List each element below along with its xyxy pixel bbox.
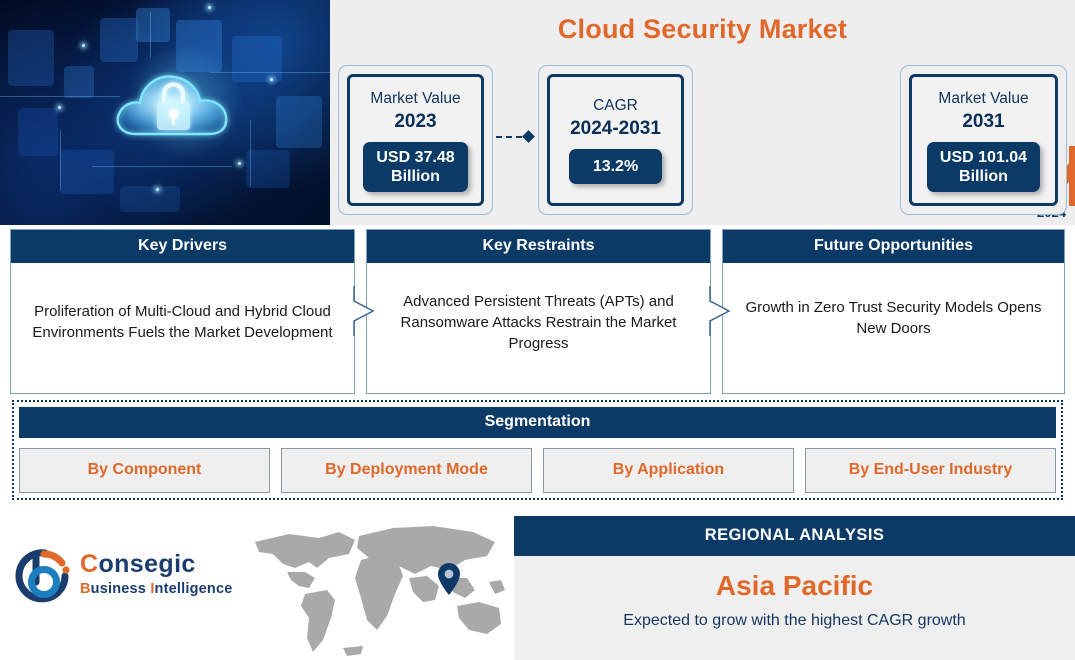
page-title: Cloud Security Market: [557, 14, 848, 44]
stat-year: 2023: [394, 110, 437, 132]
world-map: [243, 520, 513, 660]
card-body: Proliferation of Multi-Cloud and Hybrid …: [11, 263, 354, 393]
card-heading: Future Opportunities: [723, 230, 1064, 263]
logo-wordmark-rest: onsegic: [98, 550, 196, 578]
logo-tagline-i: I: [150, 581, 155, 597]
card-future-opportunities: Future Opportunities Growth in Zero Trus…: [722, 229, 1065, 394]
chevron-right-icon-2: [709, 286, 731, 336]
top-band: Cloud Security Market Market Value 2023 …: [0, 0, 1075, 225]
connector-line: [496, 135, 522, 138]
map-continents: [255, 526, 505, 656]
card-heading: Key Drivers: [11, 230, 354, 263]
stat-label: Market Value: [938, 89, 1029, 107]
location-pin-icon: [438, 563, 460, 595]
stat-card-market-value-2031: Market Value 2031 USD 101.04 Billion: [900, 65, 1067, 215]
card-body-text: Advanced Persistent Threats (APTs) and R…: [400, 292, 677, 352]
segment-item-by-application[interactable]: By Application: [543, 448, 794, 493]
regional-analysis-region: Asia Pacific: [715, 570, 874, 601]
stat-card-cagr: CAGR 2024-2031 13.2%: [538, 65, 693, 215]
cloud-lock-icon: [116, 75, 228, 136]
stat-value-line1: USD 101.04: [939, 148, 1028, 166]
logo-tagline-b: B: [80, 581, 91, 597]
card-key-restraints: Key Restraints Advanced Persistent Threa…: [366, 229, 711, 394]
company-logo: Consegic Business Intelligence: [14, 540, 244, 620]
stat-card-inner: Market Value 2031 USD 101.04 Billion: [909, 74, 1058, 206]
regional-analysis-panel: REGIONAL ANALYSIS Asia Pacific Expected …: [514, 516, 1075, 660]
logo-tagline-ntelligence: ntelligence: [154, 581, 233, 597]
segmentation-list: By Component By Deployment Mode By Appli…: [19, 448, 1056, 493]
segmentation-heading: Segmentation: [19, 407, 1056, 438]
top-right-panel: Cloud Security Market Market Value 2023 …: [330, 0, 1075, 225]
stat-label: Market Value: [370, 89, 461, 107]
regional-analysis-note: Expected to grow with the highest CAGR g…: [623, 612, 966, 629]
segment-item-by-end-user-industry[interactable]: By End-User Industry: [805, 448, 1056, 493]
card-body-text: Proliferation of Multi-Cloud and Hybrid …: [32, 303, 333, 341]
card-body: Advanced Persistent Threats (APTs) and R…: [367, 263, 710, 393]
stat-card-inner: Market Value 2023 USD 37.48 Billion: [347, 74, 484, 206]
connector-diamond: [522, 130, 535, 143]
stat-value-line2: Billion: [391, 167, 440, 185]
segment-item-by-deployment-mode[interactable]: By Deployment Mode: [281, 448, 532, 493]
consegic-logo-mark-icon: [15, 549, 70, 603]
logo-tagline: Business Intelligence: [80, 581, 233, 597]
key-factor-cards: Key Drivers Proliferation of Multi-Cloud…: [0, 229, 1075, 394]
segmentation-section: Segmentation By Component By Deployment …: [12, 400, 1063, 500]
hero-image: [0, 0, 330, 225]
stat-year: 2031: [962, 110, 1005, 132]
regional-analysis-heading: REGIONAL ANALYSIS: [514, 516, 1075, 556]
logo-wordmark-initial: C: [80, 550, 99, 578]
stat-value-badge: USD 101.04 Billion: [926, 141, 1041, 192]
stat-value-line2: Billion: [959, 167, 1008, 185]
stat-label: CAGR: [593, 97, 638, 114]
stat-card-market-value-2023: Market Value 2023 USD 37.48 Billion: [338, 65, 493, 215]
stat-value-badge: USD 37.48 Billion: [363, 141, 468, 192]
segment-item-by-component[interactable]: By Component: [19, 448, 270, 493]
stat-value-badge: 13.2%: [568, 149, 663, 184]
logo-tagline-usiness: usiness: [90, 581, 151, 597]
connector-left: [496, 130, 535, 143]
card-key-drivers: Key Drivers Proliferation of Multi-Cloud…: [10, 229, 355, 394]
card-body: Growth in Zero Trust Security Models Ope…: [723, 263, 1064, 393]
card-body-text: Growth in Zero Trust Security Models Ope…: [745, 299, 1042, 337]
card-heading: Key Restraints: [367, 230, 710, 263]
stat-period: 2024-2031: [570, 118, 661, 139]
chevron-right-icon-1: [353, 286, 375, 336]
stat-value-line1: USD 37.48: [376, 148, 455, 166]
logo-wordmark: Consegic: [80, 550, 196, 579]
world-map-svg: [255, 526, 505, 656]
stat-card-inner: CAGR 2024-2031 13.2%: [547, 74, 684, 206]
